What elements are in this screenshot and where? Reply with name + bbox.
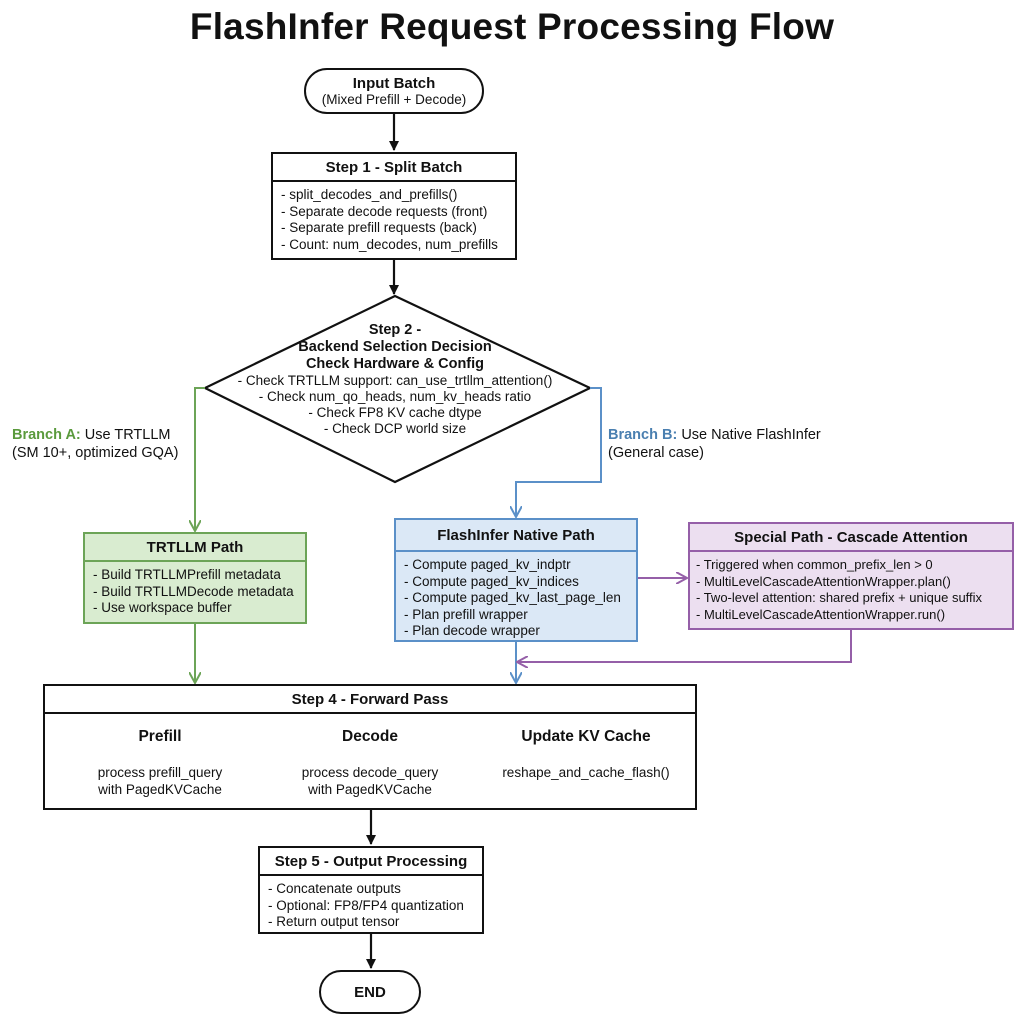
step2-title-line: Check Hardware & Config — [305, 356, 485, 372]
prefill-desc: with PagedKVCache — [98, 782, 222, 797]
cascade-path-box: Special Path - Cascade Attention - Trigg… — [688, 522, 1014, 630]
decode-desc: process decode_query — [301, 765, 439, 780]
cascade-path-list: - Triggered when common_prefix_len > 0 -… — [690, 552, 1012, 628]
trtllm-path-title: TRTLLM Path — [85, 534, 305, 562]
cascade-path-title: Special Path - Cascade Attention — [690, 524, 1012, 552]
input-batch-node: Input Batch (Mixed Prefill + Decode) — [304, 68, 484, 114]
step1-list: - split_decodes_and_prefills() - Separat… — [273, 182, 515, 258]
list-item: - Optional: FP8/FP4 quantization — [268, 897, 464, 913]
step2-check: - Check TRTLLM support: can_use_trtllm_a… — [237, 373, 553, 388]
list-item: - Concatenate outputs — [268, 881, 401, 896]
list-item: - Return output tensor — [268, 914, 400, 929]
step5-box: Step 5 - Output Processing - Concatenate… — [258, 846, 484, 934]
branch-a-text: Use TRTLLM — [84, 427, 171, 443]
branch-a-tag: Branch A: — [12, 427, 81, 443]
branch-a-detail: (SM 10+, optimized GQA) — [12, 445, 179, 461]
list-item: - Plan decode wrapper — [404, 623, 540, 638]
list-item: - Separate prefill requests (back) — [281, 220, 477, 235]
step2-check: - Check DCP world size — [323, 421, 467, 436]
decode-label: Decode — [342, 728, 398, 745]
list-item: - Plan prefill wrapper — [404, 606, 528, 622]
list-item: - Compute paged_kv_indices — [404, 573, 579, 589]
list-item: - Build TRTLLMPrefill metadata — [93, 567, 281, 582]
input-batch-subtitle: (Mixed Prefill + Decode) — [321, 92, 467, 107]
list-item: - Two-level attention: shared prefix + u… — [696, 590, 983, 605]
step1-title: Step 1 - Split Batch — [273, 154, 515, 182]
native-path-list: - Compute paged_kv_indptr - Compute page… — [396, 552, 636, 645]
end-node: END — [319, 970, 421, 1014]
step2-check: - Check FP8 KV cache dtype — [308, 405, 482, 420]
list-item: - split_decodes_and_prefills() — [281, 187, 458, 202]
list-item: - Triggered when common_prefix_len > 0 — [696, 557, 933, 572]
list-item: - MultiLevelCascadeAttentionWrapper.run(… — [696, 606, 946, 622]
list-item: - Count: num_decodes, num_prefills — [281, 236, 498, 252]
step5-title: Step 5 - Output Processing — [260, 848, 482, 876]
list-item: - Build TRTLLMDecode metadata — [93, 583, 294, 599]
arrow-cascade-to-step4 — [518, 629, 852, 662]
arrow-branch-a — [195, 387, 205, 530]
list-item: - Separate decode requests (front) — [281, 203, 488, 219]
step1-box: Step 1 - Split Batch - split_decodes_and… — [271, 152, 517, 260]
branch-b-tag: Branch B: — [608, 427, 678, 443]
step4-box: Step 4 - Forward Pass — [43, 684, 697, 810]
branch-b-label: Branch B: Use Native FlashInfer (General… — [608, 426, 868, 462]
decode-desc: with PagedKVCache — [308, 782, 432, 797]
list-item: - Use workspace buffer — [93, 600, 232, 615]
update-kv-desc: reshape_and_cache_flash() — [502, 765, 670, 780]
native-path-box: FlashInfer Native Path - Compute paged_k… — [394, 518, 638, 642]
list-item: - Compute paged_kv_indptr — [404, 557, 571, 572]
list-item: - MultiLevelCascadeAttentionWrapper.plan… — [696, 573, 951, 589]
step4-decode: Decode process decode_query with PagedKV… — [280, 728, 460, 798]
end-label: END — [354, 983, 386, 1001]
update-kv-label: Update KV Cache — [521, 728, 651, 745]
list-item: - Compute paged_kv_last_page_len — [404, 590, 621, 605]
diagram-title: FlashInfer Request Processing Flow — [189, 6, 835, 47]
step2-text: Step 2 - Backend Selection Decision Chec… — [215, 322, 575, 437]
step2-check: - Check num_qo_heads, num_kv_heads ratio — [258, 389, 532, 404]
decision-diamond — [202, 294, 593, 484]
native-path-title: FlashInfer Native Path — [396, 520, 636, 552]
branch-b-detail: (General case) — [608, 445, 704, 461]
step4-prefill: Prefill process prefill_query with Paged… — [70, 728, 250, 798]
branch-b-text: Use Native FlashInfer — [681, 427, 821, 443]
step5-list: - Concatenate outputs - Optional: FP8/FP… — [260, 876, 482, 936]
trtllm-path-box: TRTLLM Path - Build TRTLLMPrefill metada… — [83, 532, 307, 624]
input-batch-title: Input Batch — [352, 75, 436, 92]
step2-title-line: Step 2 - — [368, 322, 422, 338]
step2-title-line: Backend Selection Decision — [298, 339, 492, 355]
branch-a-label: Branch A: Use TRTLLM (SM 10+, optimized … — [12, 426, 212, 462]
arrow-branch-b — [516, 387, 602, 516]
step4-update-kv: Update KV Cache reshape_and_cache_flash(… — [486, 728, 686, 781]
prefill-label: Prefill — [138, 728, 182, 745]
step4-title: Step 4 - Forward Pass — [45, 686, 695, 714]
trtllm-path-list: - Build TRTLLMPrefill metadata - Build T… — [85, 562, 305, 622]
prefill-desc: process prefill_query — [97, 765, 223, 780]
